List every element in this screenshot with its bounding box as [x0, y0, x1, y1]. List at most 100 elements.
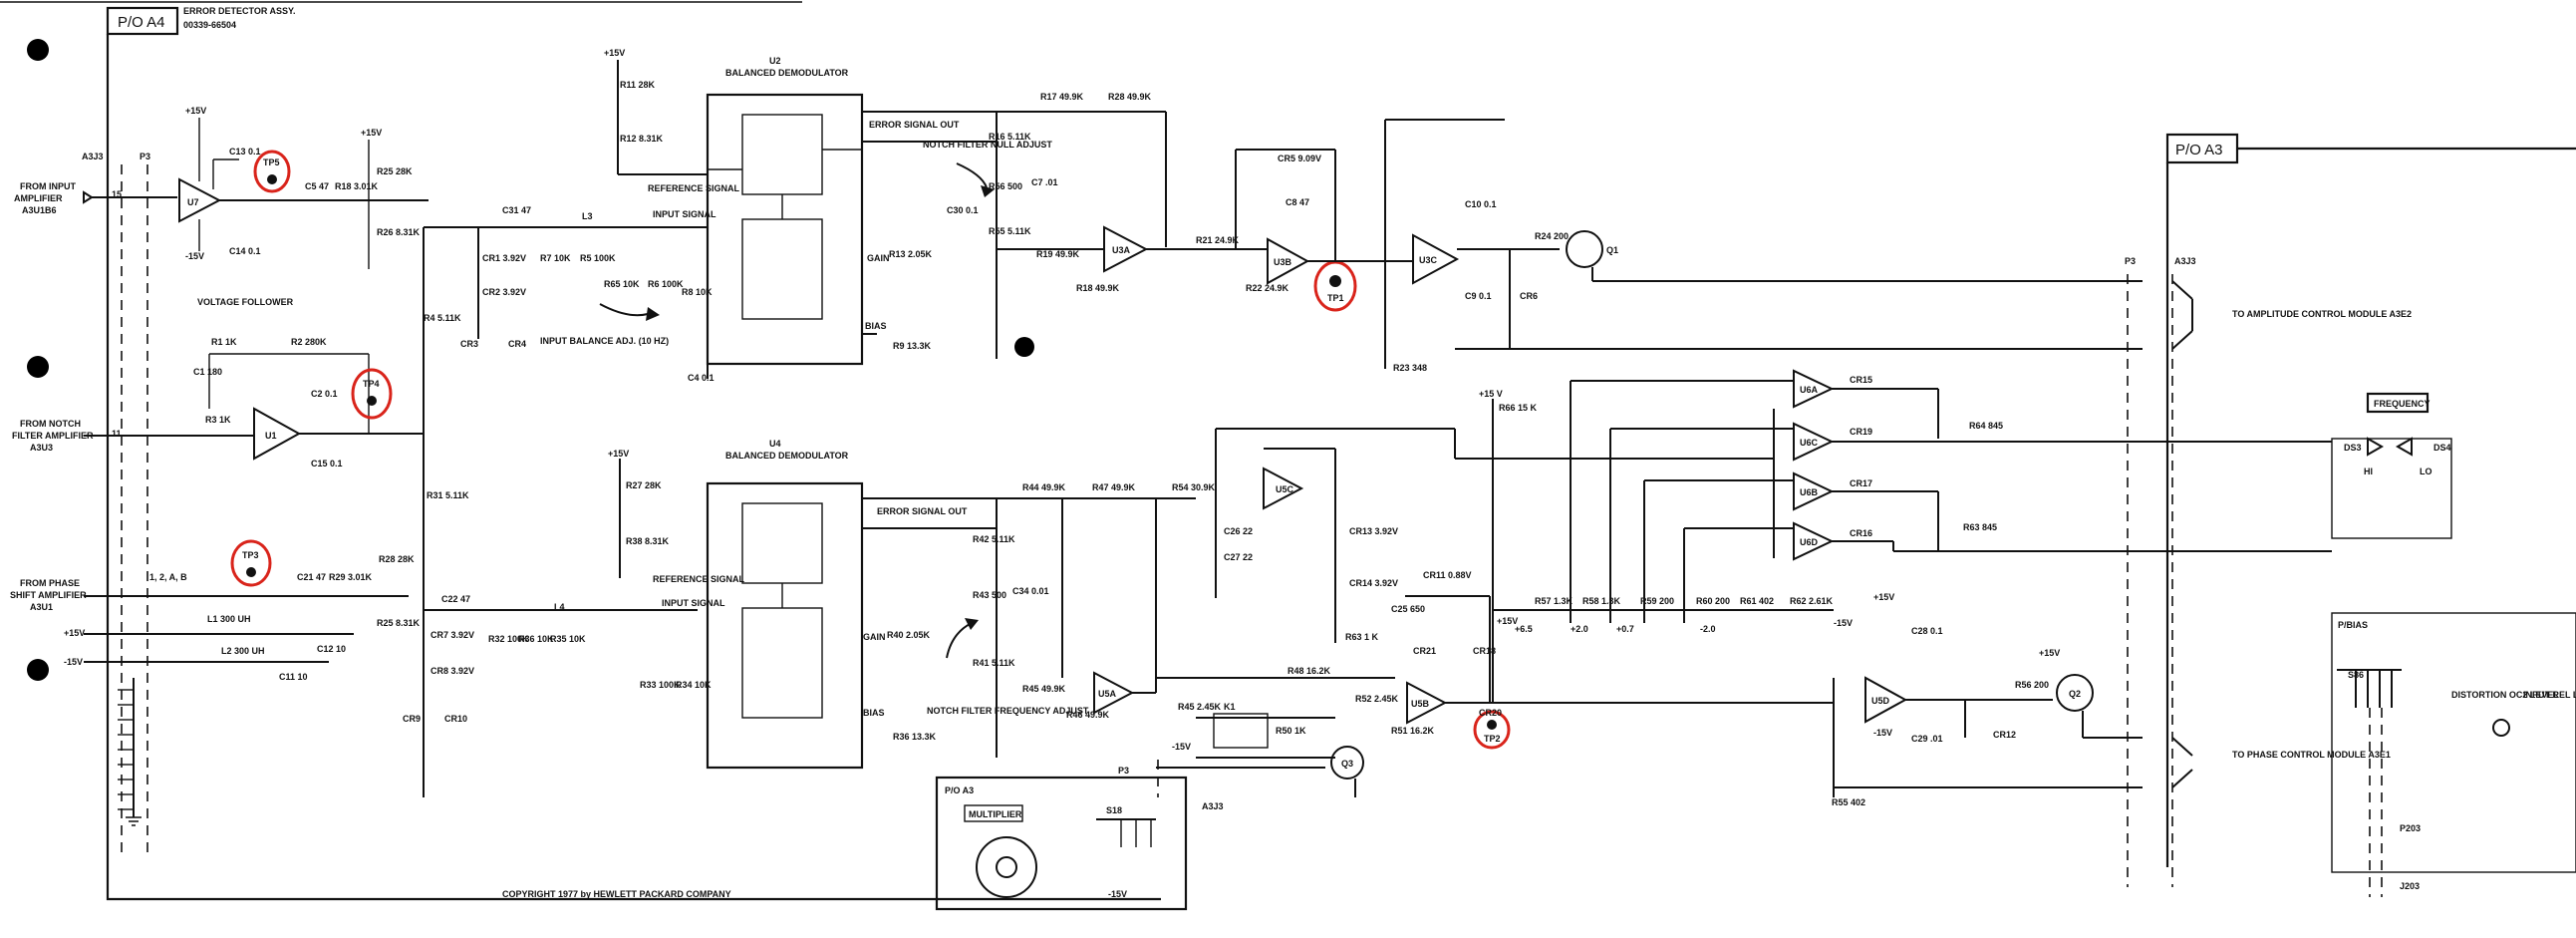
svg-text:R38 8.31K: R38 8.31K [626, 536, 670, 546]
svg-text:R3 1K: R3 1K [205, 415, 231, 425]
svg-text:INPUT REL LEVEL: INPUT REL LEVEL [2523, 690, 2576, 700]
svg-text:CR20: CR20 [1479, 708, 1502, 718]
a4-frame [106, 34, 1161, 901]
cr4-label: CR4 [508, 339, 526, 349]
svg-text:AMPLIFIER: AMPLIFIER [14, 193, 63, 203]
svg-text:C21 47: C21 47 [297, 572, 326, 582]
svg-text:U6D: U6D [1800, 537, 1819, 547]
notch-freq-label: NOTCH FILTER FREQUENCY ADJUST [927, 706, 1089, 716]
notch-null-label: NOTCH FILTER NULL ADJUST [923, 140, 1052, 150]
svg-text:R17 49.9K: R17 49.9K [1040, 92, 1084, 102]
svg-text:J203: J203 [2400, 881, 2420, 891]
test-point-tp4: TP4 [351, 368, 393, 420]
svg-text:K1: K1 [1224, 702, 1236, 712]
svg-text:C27 22: C27 22 [1224, 552, 1253, 562]
svg-text:R55 5.11K: R55 5.11K [989, 226, 1031, 236]
svg-text:C14 0.1: C14 0.1 [229, 246, 261, 256]
svg-text:+0.7: +0.7 [1616, 624, 1634, 634]
svg-text:+15V: +15V [185, 106, 206, 116]
q3-transistor: Q3 [1330, 746, 1364, 780]
connector-a3j3-left: A3J3 [82, 152, 104, 161]
u6d-comparator: U6D [1793, 521, 1835, 561]
svg-text:11: 11 [112, 429, 122, 439]
svg-text:R41 5.11K: R41 5.11K [973, 658, 1015, 668]
svg-text:-15V: -15V [185, 251, 204, 261]
input-from-input-amplifier: FROM INPUT AMPLIFIER A3U1B6 15 [14, 181, 177, 215]
svg-text:+15V: +15V [1497, 616, 1518, 626]
svg-text:MULTIPLIER: MULTIPLIER [969, 809, 1022, 819]
svg-text:15: 15 [112, 189, 122, 199]
svg-text:R64 845: R64 845 [1969, 421, 2003, 431]
svg-text:GAIN: GAIN [863, 632, 886, 642]
test-point-tp3: TP3 [230, 539, 272, 587]
svg-text:C9 0.1: C9 0.1 [1465, 291, 1492, 301]
u4-demodulator: U4 BALANCED DEMODULATOR REFERENCE SIGNAL… [653, 439, 886, 770]
svg-text:C13 0.1: C13 0.1 [229, 147, 261, 156]
notch-freq-arrow [946, 622, 973, 659]
svg-text:+15V: +15V [608, 449, 629, 459]
svg-text:C34 0.01: C34 0.01 [1012, 586, 1049, 596]
svg-text:C10 0.1: C10 0.1 [1465, 199, 1497, 209]
part-label: P/O A4 [118, 14, 165, 31]
svg-text:FROM PHASE: FROM PHASE [20, 578, 80, 588]
svg-text:R52 2.45K: R52 2.45K [1355, 694, 1399, 704]
svg-text:A3U1B6: A3U1B6 [22, 205, 57, 215]
u6b-comparator: U6B [1793, 471, 1835, 511]
svg-text:C11 10: C11 10 [279, 672, 308, 682]
assembly-number: 00339-66504 [183, 20, 236, 30]
input-balance-label: INPUT BALANCE ADJ. (10 HZ) [540, 336, 669, 346]
svg-text:C15 0.1: C15 0.1 [311, 459, 343, 469]
u5c-opamp: U5C [1263, 467, 1304, 510]
notch-null-arrow [956, 162, 988, 188]
svg-text:R36 10K: R36 10K [518, 634, 554, 644]
svg-text:R31 5.11K: R31 5.11K [427, 490, 469, 500]
svg-text:+15V: +15V [1873, 592, 1894, 602]
svg-text:R48 16.2K: R48 16.2K [1288, 666, 1331, 676]
test-point-tp5: TP5 [253, 150, 291, 193]
svg-text:CR18: CR18 [1473, 646, 1496, 656]
r8-label: R8 10K [682, 287, 713, 297]
svg-text:P/BIAS: P/BIAS [2338, 620, 2368, 630]
svg-text:R56 200: R56 200 [2015, 680, 2049, 690]
svg-text:CR6: CR6 [1520, 291, 1538, 301]
svg-text:CR14 3.92V: CR14 3.92V [1349, 578, 1398, 588]
input-from-phase-shift: FROM PHASE SHIFT AMPLIFIER A3U1 1, 2, A,… [10, 572, 409, 612]
svg-text:L4: L4 [554, 602, 565, 612]
cr2-label: CR2 3.92V [482, 287, 526, 297]
svg-text:R57 1.3K: R57 1.3K [1535, 596, 1574, 606]
q2-transistor: Q2 [2056, 674, 2094, 712]
svg-text:CR19: CR19 [1850, 427, 1872, 437]
svg-text:U5D: U5D [1871, 696, 1890, 706]
svg-text:FROM INPUT: FROM INPUT [20, 181, 76, 191]
svg-text:U3A: U3A [1112, 245, 1131, 255]
svg-text:C7 .01: C7 .01 [1031, 177, 1058, 187]
svg-text:CR10: CR10 [444, 714, 467, 724]
cr1-label: CR1 3.92V [482, 253, 526, 263]
u5d-opamp: U5D [1864, 676, 1908, 724]
connector-p3-mid: P3 [1118, 766, 1129, 776]
svg-text:U6A: U6A [1800, 385, 1819, 395]
svg-text:-15V: -15V [1873, 728, 1892, 738]
svg-text:R18 3.01K: R18 3.01K [335, 181, 379, 191]
svg-text:R45 2.45K: R45 2.45K [1178, 702, 1222, 712]
svg-text:U2: U2 [769, 56, 781, 66]
svg-text:P/O A3: P/O A3 [2175, 142, 2223, 158]
svg-text:R50 1K: R50 1K [1276, 726, 1306, 736]
svg-text:+2.0: +2.0 [1571, 624, 1588, 634]
svg-text:R45 49.9K: R45 49.9K [1022, 684, 1066, 694]
a3-frame: P/O A3 [2165, 133, 2576, 867]
svg-text:U4: U4 [769, 439, 781, 449]
svg-text:R51 16.2K: R51 16.2K [1391, 726, 1435, 736]
svg-text:DS3: DS3 [2344, 443, 2362, 453]
svg-text:CR12: CR12 [1993, 730, 2016, 740]
svg-text:S18: S18 [1106, 805, 1122, 815]
svg-text:R35 10K: R35 10K [550, 634, 586, 644]
svg-text:R32 100K: R32 100K [488, 634, 529, 644]
svg-text:C28 0.1: C28 0.1 [1911, 626, 1943, 636]
svg-text:R29 3.01K: R29 3.01K [329, 572, 373, 582]
svg-text:U5C: U5C [1276, 484, 1294, 494]
svg-text:U6C: U6C [1800, 438, 1819, 448]
svg-text:R16 5.11K: R16 5.11K [989, 132, 1031, 142]
u5a-opamp: U5A [1093, 671, 1135, 715]
svg-text:CR11 0.88V: CR11 0.88V [1423, 570, 1472, 580]
